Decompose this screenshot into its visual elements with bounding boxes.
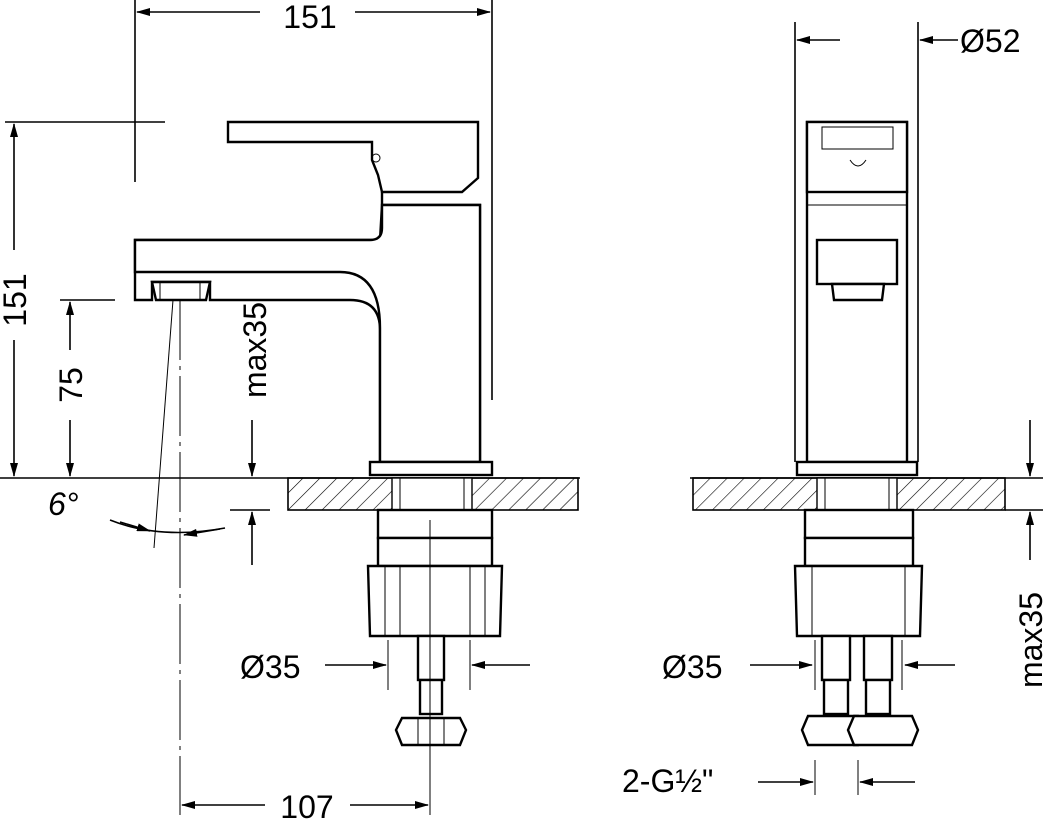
hose-ferrule bbox=[418, 678, 444, 716]
washer bbox=[803, 508, 915, 540]
washer bbox=[376, 508, 494, 540]
hose-connection-label: 2-G½" bbox=[622, 763, 713, 799]
spout bbox=[815, 238, 899, 286]
faucet-spout bbox=[133, 203, 482, 464]
max-thickness-label: max35 bbox=[237, 302, 273, 398]
aerator bbox=[150, 280, 212, 302]
braided-hose-1 bbox=[820, 634, 852, 682]
shank bbox=[376, 536, 494, 568]
projection-label: 107 bbox=[280, 789, 333, 823]
max-thickness-label: max35 bbox=[1013, 592, 1043, 688]
angle-label: 6° bbox=[48, 486, 79, 522]
height-dimension-label: 151 bbox=[0, 273, 33, 326]
braided-hose bbox=[416, 634, 446, 682]
braided-hose-2 bbox=[862, 634, 894, 682]
handle bbox=[805, 120, 909, 194]
width-dimension-label: 151 bbox=[283, 0, 336, 35]
aerator bbox=[830, 282, 886, 302]
mounting-hole bbox=[816, 477, 898, 511]
hose-nut bbox=[394, 716, 468, 747]
angled-flow-line bbox=[153, 299, 174, 549]
hose-ferrule-1 bbox=[822, 678, 850, 716]
hose-nut-2 bbox=[846, 714, 920, 747]
shank bbox=[803, 536, 915, 568]
body-diameter-label: Ø52 bbox=[960, 23, 1020, 59]
hose-ferrule-2 bbox=[864, 678, 892, 716]
connection-diameter-label: Ø35 bbox=[240, 649, 300, 685]
connection-diameter-label: Ø35 bbox=[662, 649, 722, 685]
side-view: Ø52 max35 Ø35 bbox=[622, 22, 1043, 799]
mounting-nut bbox=[793, 564, 924, 638]
spout-height-label: 75 bbox=[53, 367, 89, 403]
mounting-hole bbox=[391, 477, 473, 511]
base-plate bbox=[795, 460, 919, 477]
front-view: 151 151 75 max35 bbox=[0, 0, 580, 823]
mounting-nut bbox=[366, 564, 504, 638]
handle bbox=[226, 120, 480, 194]
base-plate bbox=[368, 460, 494, 477]
